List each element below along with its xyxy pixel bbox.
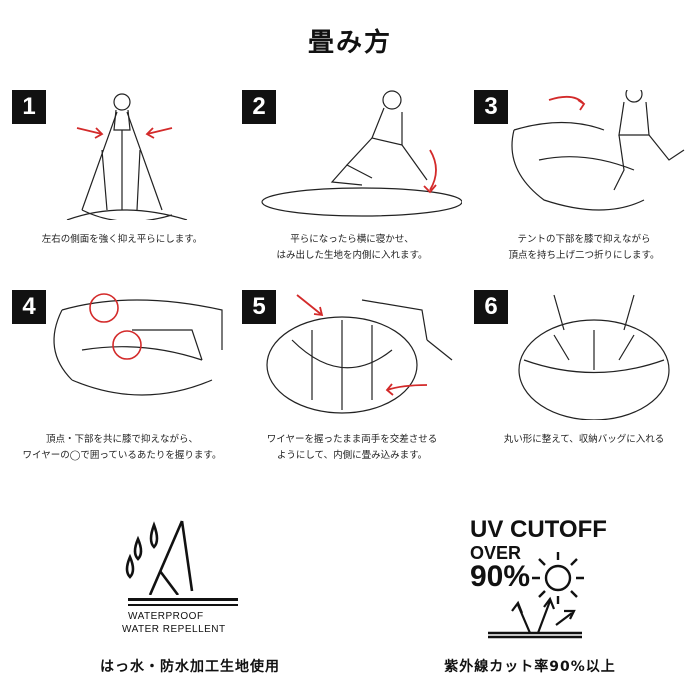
waterproof-line2: WATER REPELLENT [122, 624, 226, 635]
step-5: 5 ワイヤーを握ったまま両手を交差させる ようにして、内側に畳み込みます。 [242, 290, 462, 470]
step-3-illustration [511, 90, 685, 211]
step-2-illustration [261, 90, 462, 217]
uv-line3: 90% [470, 560, 531, 593]
step-5-illustration [266, 294, 453, 414]
page-title: 畳み方 [307, 28, 392, 58]
step-caption: テントの下部を膝で抑えながら 頂点を持ち上げ二つ折りにします。 [508, 234, 660, 261]
step-caption: 左右の側面を強く抑え平らにします。 [41, 234, 203, 245]
step-number: 3 [474, 90, 508, 124]
step-4: 4 頂点・下部を共に膝で抑えながら、 ワイヤーの◯で囲っているあたりを握ります。 [12, 290, 232, 470]
waterproof-bar [128, 604, 238, 606]
step-6-illustration [518, 294, 670, 420]
step-number: 5 [242, 290, 276, 324]
sun-icon [532, 552, 584, 604]
uv-line1: UV CUTOFF [470, 516, 607, 543]
uv-line2: OVER [470, 543, 522, 563]
waterproof-line1: WATERPROOF [128, 611, 204, 622]
step-6: 6 丸い形に整えて、収納バッグに入れる [474, 290, 694, 470]
step-2: 2 平らになったら横に寝かせ、 はみ出した生地を内側に入れます。 [242, 90, 462, 270]
step-caption: 平らになったら横に寝かせ、 はみ出した生地を内側に入れます。 [276, 234, 428, 261]
step-number: 2 [242, 90, 276, 124]
waterproof-bar [128, 598, 238, 601]
step-caption: 頂点・下部を共に膝で抑えながら、 ワイヤーの◯で囲っているあたりを握ります。 [22, 434, 222, 461]
step-number: 6 [474, 290, 508, 324]
waterproof-label: はっ水・防水加工生地使用 [100, 659, 280, 675]
step-4-illustration [53, 293, 223, 396]
step-caption: 丸い形に整えて、収納バッグに入れる [503, 434, 665, 445]
uv-reflection-icon [488, 596, 582, 639]
water-drops-icon [125, 520, 194, 595]
step-number: 4 [12, 290, 46, 324]
step-number: 1 [12, 90, 46, 124]
step-1: 1 左右の側面を強く抑え平らにします。 [12, 90, 232, 270]
uv-label: 紫外線カット率90%以上 [444, 659, 616, 675]
step-3: 3 テントの下部を膝で抑えながら 頂点を持ち上げ二つ折りにします。 [474, 90, 694, 270]
step-caption: ワイヤーを握ったまま両手を交差させる ようにして、内側に畳み込みます。 [266, 434, 438, 461]
step-1-illustration [66, 93, 188, 220]
